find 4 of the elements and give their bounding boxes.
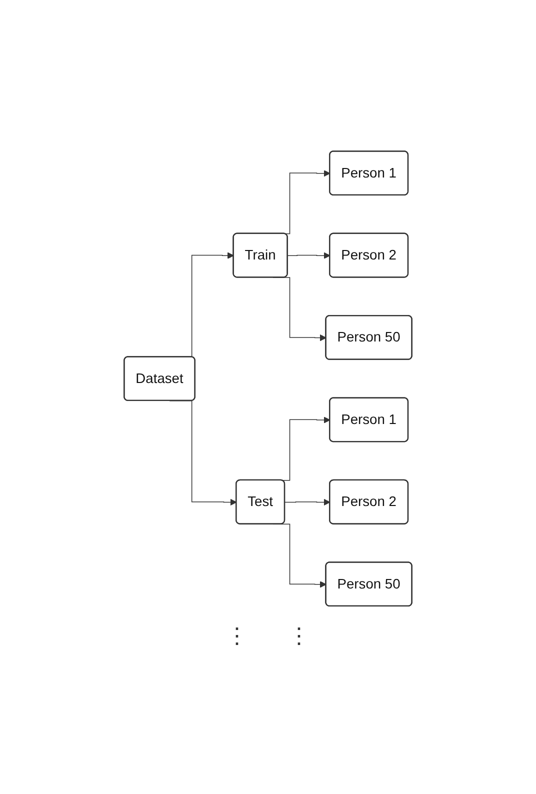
- arrow: [284, 498, 330, 506]
- ellipsis-mark: ⋮: [226, 623, 248, 650]
- ellipsis-mark: ⋮: [288, 623, 310, 650]
- arrow: [287, 252, 330, 259]
